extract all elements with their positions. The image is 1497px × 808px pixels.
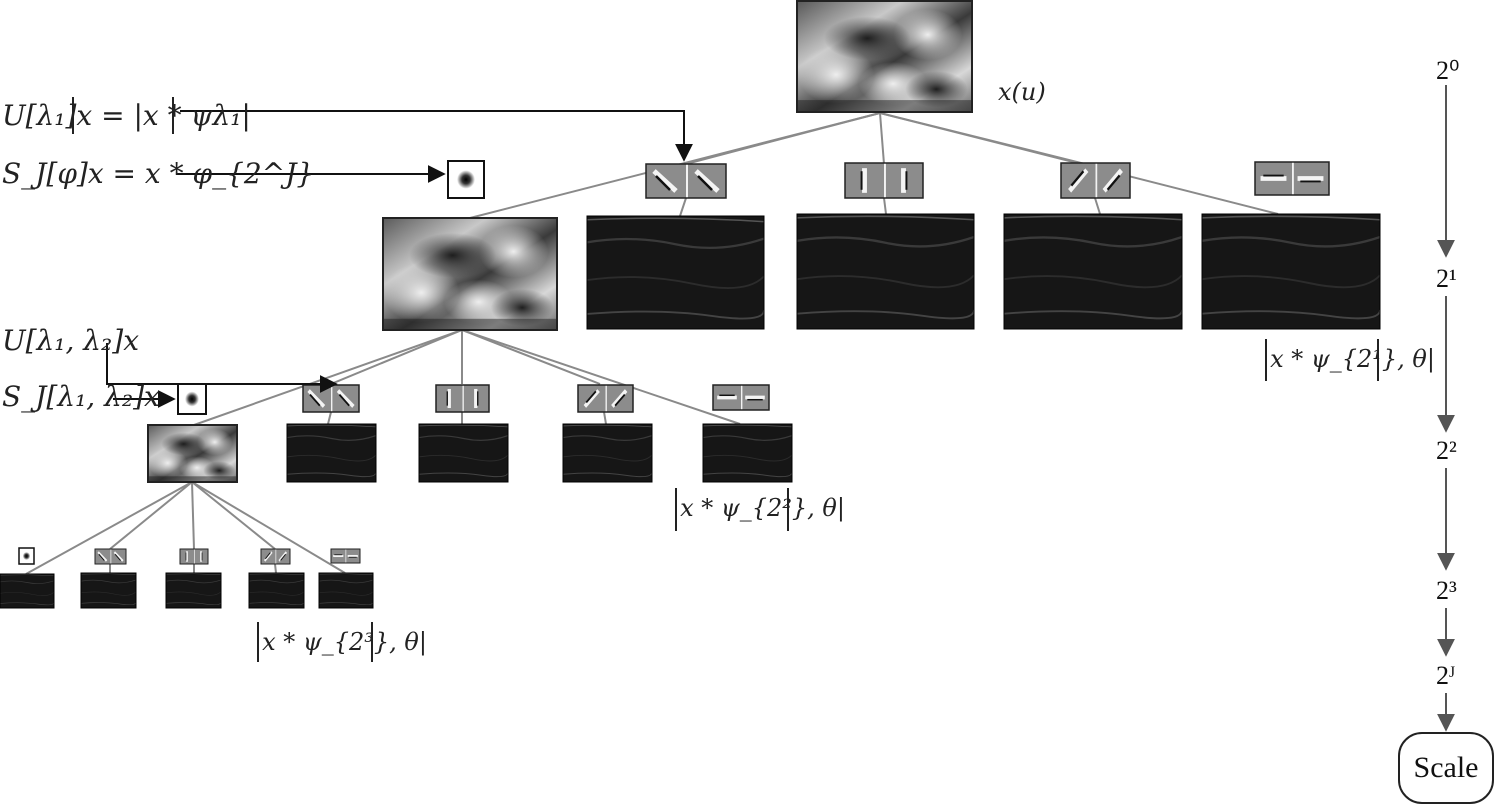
level2-filters	[177, 383, 770, 415]
vert-wavelet-filter-level2	[435, 384, 490, 413]
formula-modulus-level3: |x * ψ_{2³}, θ|	[254, 628, 427, 656]
formula-u-lambda12: U[λ₁, λ₂]x	[2, 324, 139, 357]
formula-s-lambda12: S_J[λ₁, λ₂]x	[2, 380, 160, 413]
formula-u-lambda1: U[λ₁]x = |x * ψλ₁|	[2, 99, 251, 132]
vert-wavelet-filter-level3	[179, 548, 209, 565]
modulus-image-level1-a	[586, 215, 765, 330]
modulus-image-level3-c	[248, 572, 305, 609]
modulus-image-level2-d	[702, 423, 793, 483]
diag-wavelet-filter-level2	[302, 384, 360, 413]
lowpass-image-level2	[147, 424, 238, 483]
level1-images	[382, 213, 1381, 331]
modulus-image-level2-b	[418, 423, 509, 483]
formula-modulus-level1: |x * ψ_{2¹}, θ|	[1262, 345, 1435, 373]
anti-wavelet-filter-level1	[1060, 162, 1131, 199]
input-image-x	[796, 0, 973, 113]
phi-filter-level2	[177, 383, 207, 415]
formula-modulus-level2: |x * ψ_{2²}, θ|	[672, 494, 845, 522]
scale-label-1: 2¹	[1436, 264, 1457, 293]
scale-label-0: 2⁰	[1436, 56, 1460, 85]
modulus-image-level3-a	[80, 572, 137, 609]
formula-x-u: x(u)	[998, 78, 1046, 106]
phi-filter-level3	[18, 547, 35, 565]
anti-wavelet-filter-level2	[577, 384, 634, 413]
scale-label-3: 2³	[1436, 576, 1457, 605]
horiz-wavelet-filter-level2	[712, 384, 770, 411]
modulus-image-level1-b	[796, 213, 975, 330]
level3-filters	[18, 547, 361, 565]
lowpass-image-level1	[382, 217, 558, 331]
horiz-wavelet-filter-level3	[330, 548, 361, 564]
phi-filter-level1	[447, 160, 485, 199]
arrow-u-lambda12	[106, 343, 338, 393]
level3-images	[0, 572, 374, 609]
modulus-image-level3-d	[318, 572, 374, 609]
scale-label-J: 2ᴶ	[1436, 661, 1456, 690]
scale-label-2: 2²	[1436, 436, 1457, 465]
modulus-image-level1-c	[1003, 213, 1183, 330]
vert-wavelet-filter-level1	[844, 162, 924, 199]
annotation-arrows	[106, 110, 693, 408]
modulus-image-level2-c	[562, 423, 653, 483]
arrow-u-lambda1	[180, 110, 693, 162]
modulus-image-level2-a	[286, 423, 377, 483]
modulus-image-level1-d	[1201, 213, 1381, 330]
lowpass-image-level3	[0, 573, 55, 609]
diag-wavelet-filter-level3	[94, 548, 127, 565]
level1-filters	[447, 160, 1330, 199]
horiz-wavelet-filter-level1	[1254, 161, 1330, 196]
tree-edges-level3	[25, 481, 346, 575]
formula-s-phi: S_J[φ]x = x * φ_{2^J}	[2, 157, 315, 190]
scale-box: Scale	[1398, 732, 1494, 804]
diag-wavelet-filter-level1	[645, 163, 727, 199]
anti-wavelet-filter-level3	[260, 548, 291, 565]
modulus-brackets	[72, 97, 1379, 662]
modulus-image-level3-b	[165, 572, 222, 609]
level2-images	[147, 423, 793, 483]
